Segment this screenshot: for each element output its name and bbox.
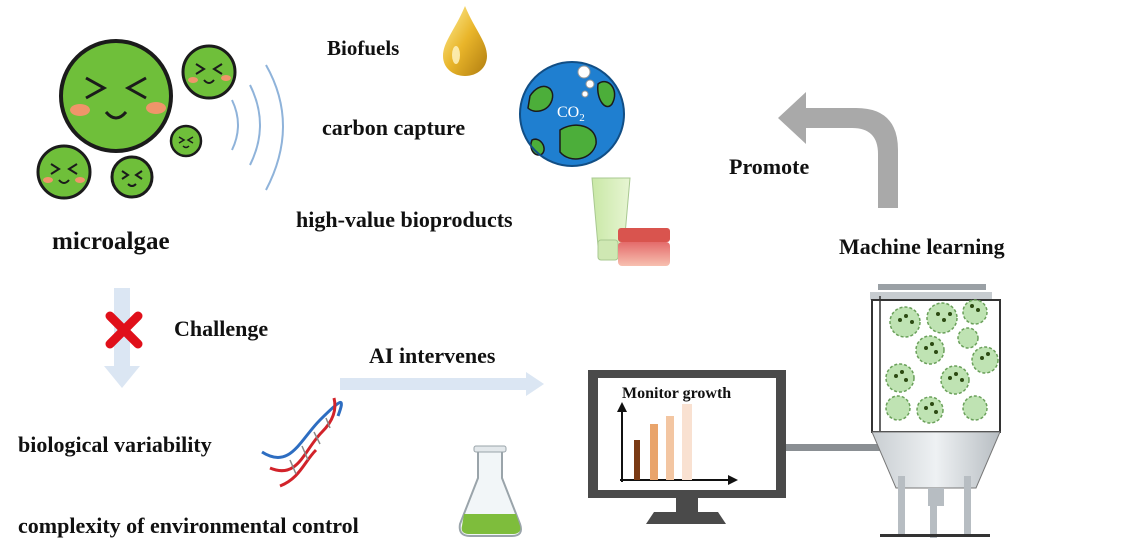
monitor-icon bbox=[588, 370, 786, 524]
label-complexity: complexity of environmental control bbox=[18, 513, 359, 538]
label-microalgae: microalgae bbox=[52, 228, 170, 255]
label-biological-variability: biological variability bbox=[18, 432, 212, 457]
connecting-pipe bbox=[786, 444, 886, 451]
label-high-value-bioproducts: high-value bioproducts bbox=[296, 207, 513, 232]
cosmetics-icon bbox=[591, 177, 670, 266]
label-ai-intervenes: AI intervenes bbox=[369, 343, 496, 368]
flask-icon bbox=[458, 445, 522, 537]
microalgae-face-icon bbox=[181, 44, 237, 100]
bioreactor-icon bbox=[870, 284, 1001, 538]
label-machine-learning: Machine learning bbox=[839, 234, 1005, 259]
microalgae-face-icon bbox=[169, 124, 203, 158]
co2-label: CO2 bbox=[557, 104, 585, 125]
chart-bar-1 bbox=[634, 440, 640, 480]
promote-arrow bbox=[778, 92, 898, 208]
microalgae-face-icon bbox=[36, 144, 92, 200]
red-cross-icon bbox=[105, 311, 143, 349]
dna-icon bbox=[261, 397, 343, 488]
oil-drop-icon bbox=[443, 6, 487, 76]
ai-intervenes-arrow bbox=[340, 372, 544, 396]
signal-waves bbox=[231, 64, 284, 191]
chart-bar-2 bbox=[650, 424, 658, 480]
chart-bar-4 bbox=[682, 404, 692, 480]
label-monitor-growth: Monitor growth bbox=[622, 385, 732, 402]
label-promote: Promote bbox=[729, 154, 810, 179]
chart-bar-3 bbox=[666, 416, 674, 480]
microalgae-face-icon bbox=[110, 155, 154, 199]
microalgae-face-icon bbox=[59, 39, 173, 153]
label-carbon-capture: carbon capture bbox=[322, 115, 466, 140]
earth-icon bbox=[519, 61, 625, 167]
label-challenge: Challenge bbox=[174, 316, 269, 341]
label-biofuels: Biofuels bbox=[327, 36, 400, 60]
